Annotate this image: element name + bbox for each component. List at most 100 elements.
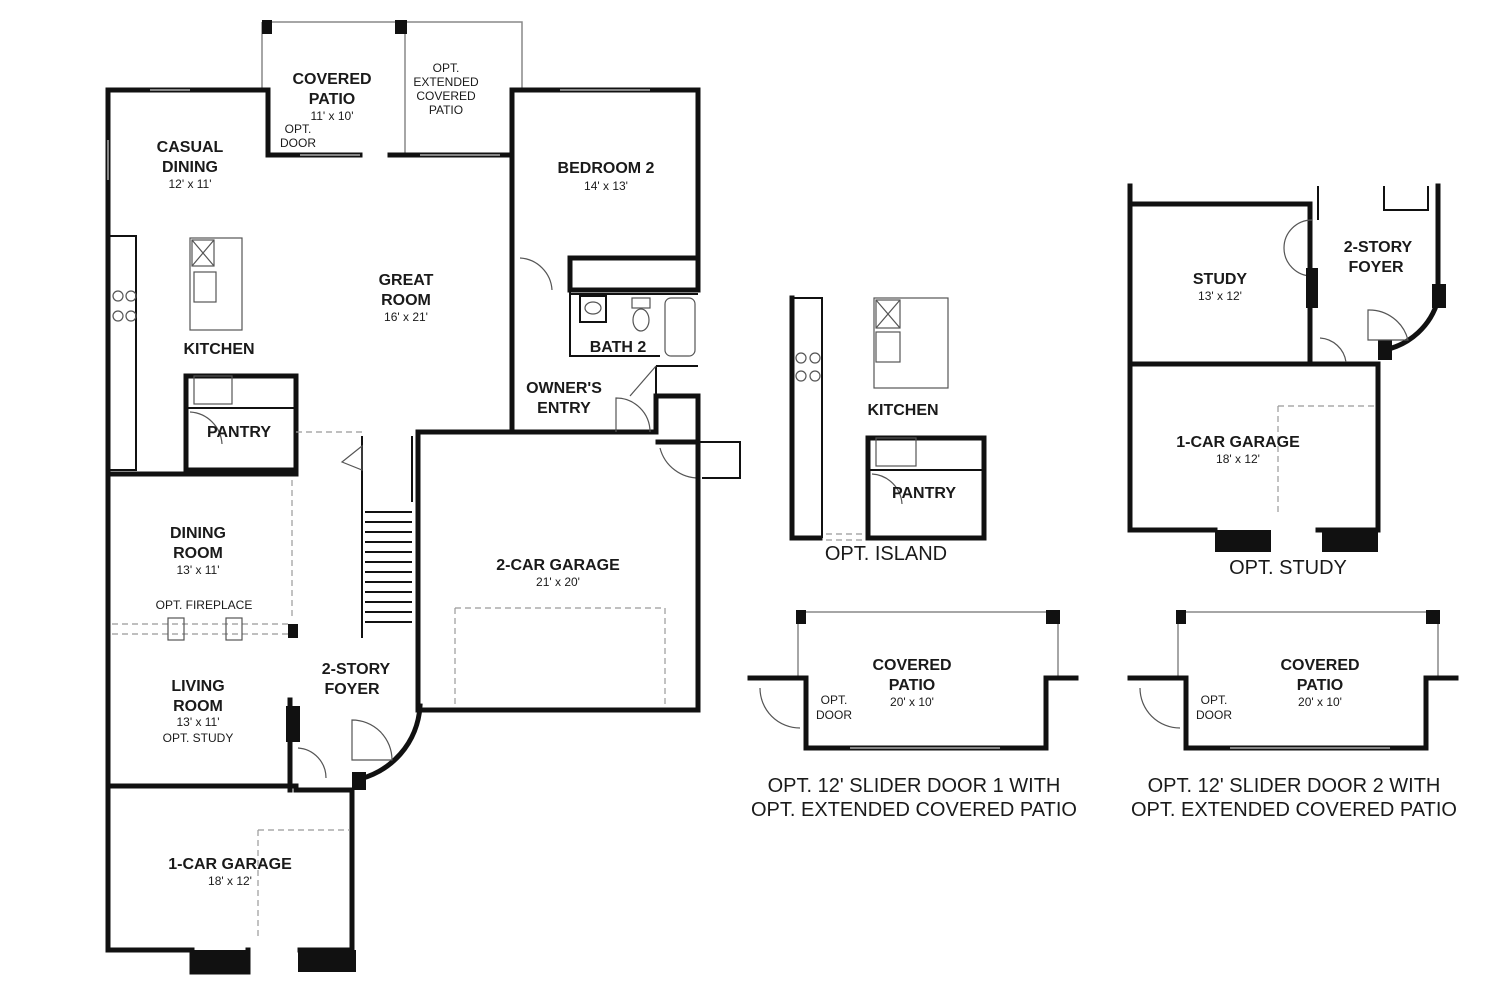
bedroom2-label: BEDROOM 2 [558,160,655,177]
svg-text:ENTRY: ENTRY [537,400,591,417]
opt-island-caption: OPT. ISLAND [825,543,947,565]
svg-text:1-CAR GARAGE: 1-CAR GARAGE [168,856,292,873]
study-foyer-1: 2-STORY [1344,239,1413,256]
svg-text:18' x 12': 18' x 12' [208,874,252,888]
svg-text:DOOR: DOOR [816,708,852,722]
slider1-door-1: OPT. [821,693,848,707]
opt-door-2: DOOR [280,136,316,150]
garage2-dim: 21' x 20' [536,575,580,589]
svg-text:OPT.: OPT. [821,693,848,707]
svg-text:STUDY: STUDY [1193,271,1248,288]
owners-entry-2: ENTRY [537,400,591,417]
svg-text:18' x 12': 18' x 12' [1216,452,1260,466]
island-kitchen-label: KITCHEN [867,402,938,419]
kitchen-label: KITCHEN [183,341,254,358]
svg-text:OPT. FIREPLACE: OPT. FIREPLACE [156,598,253,612]
casual-dining-2: DINING [162,159,218,176]
covered-patio-label-2: PATIO [309,91,356,108]
svg-text:COVERED: COVERED [292,71,371,88]
opt-door-1: OPT. [285,122,312,136]
covered-patio-label-1: COVERED [292,71,371,88]
svg-text:BEDROOM 2: BEDROOM 2 [558,160,655,177]
svg-text:KITCHEN: KITCHEN [867,402,938,419]
svg-text:13' x 11': 13' x 11' [176,563,219,577]
study-garage-label: 1-CAR GARAGE [1176,434,1300,451]
slider2-patio-2: PATIO [1297,677,1344,694]
great-room-1: GREAT [379,272,434,289]
island-pantry-label: PANTRY [892,485,956,502]
svg-text:ROOM: ROOM [173,698,223,715]
garage1-label: 1-CAR GARAGE [168,856,292,873]
owners-entry-1: OWNER'S [526,380,602,397]
living-room-opt: OPT. STUDY [163,731,234,745]
living-room-dim: 13' x 11' [176,715,219,729]
slider1-caption-2: OPT. EXTENDED COVERED PATIO [751,799,1077,821]
svg-text:20' x 10': 20' x 10' [890,695,934,709]
svg-text:OPT.: OPT. [433,61,460,75]
svg-text:DOOR: DOOR [280,136,316,150]
covered-patio-dim: 11' x 10' [310,109,353,123]
opt-slider2-plan: COVERED PATIO 20' x 10' OPT. DOOR OPT. 1… [1127,610,1459,821]
svg-text:DINING: DINING [162,159,218,176]
svg-text:CASUAL: CASUAL [157,139,224,156]
svg-text:KITCHEN: KITCHEN [183,341,254,358]
slider1-patio-1: COVERED [872,657,951,674]
svg-text:EXTENDED: EXTENDED [413,75,479,89]
svg-text:2-CAR GARAGE: 2-CAR GARAGE [496,557,620,574]
slider2-patio-1: COVERED [1280,657,1359,674]
svg-text:FOYER: FOYER [324,681,380,698]
svg-text:COVERED: COVERED [1280,657,1359,674]
svg-text:ROOM: ROOM [381,292,431,309]
svg-text:PANTRY: PANTRY [207,424,271,441]
opt-study-caption: OPT. STUDY [1229,557,1347,579]
slider2-patio-dim: 20' x 10' [1298,695,1342,709]
living-room-2: ROOM [173,698,223,715]
svg-text:1-CAR GARAGE: 1-CAR GARAGE [1176,434,1300,451]
dining-room-dim: 13' x 11' [176,563,219,577]
svg-text:16' x 21': 16' x 21' [384,310,428,324]
ext-patio-1: OPT. [433,61,460,75]
svg-text:11' x 10': 11' x 10' [310,109,353,123]
svg-text:13' x 12': 13' x 12' [1198,289,1242,303]
svg-text:ROOM: ROOM [173,545,223,562]
main-plan: COVERED PATIO 11' x 10' OPT. EXTENDED CO… [105,20,741,975]
svg-text:OPT. ISLAND: OPT. ISLAND [825,543,947,565]
opt-island-plan: KITCHEN PANTRY OPT. ISLAND [789,295,987,565]
svg-text:20' x 10': 20' x 10' [1298,695,1342,709]
svg-text:OPT.: OPT. [285,122,312,136]
ext-patio-4: PATIO [429,103,463,117]
svg-text:12' x 11': 12' x 11' [168,177,211,191]
svg-text:LIVING: LIVING [171,678,224,695]
svg-text:PATIO: PATIO [429,103,463,117]
casual-dining-dim: 12' x 11' [168,177,211,191]
svg-text:OPT. EXTENDED COVERED PATIO: OPT. EXTENDED COVERED PATIO [751,799,1077,821]
svg-text:OPT. EXTENDED COVERED PATIO: OPT. EXTENDED COVERED PATIO [1131,799,1457,821]
opt-study-plan: STUDY 13' x 12' 2-STORY FOYER 1-CAR GARA… [1127,183,1446,579]
opt-slider1-plan: COVERED PATIO 20' x 10' OPT. DOOR OPT. 1… [747,610,1079,821]
svg-text:OPT. STUDY: OPT. STUDY [163,731,234,745]
svg-text:OPT. STUDY: OPT. STUDY [1229,557,1347,579]
slider1-caption-1: OPT. 12' SLIDER DOOR 1 WITH [768,775,1061,797]
opt-fireplace-label: OPT. FIREPLACE [156,598,253,612]
slider2-door-1: OPT. [1201,693,1228,707]
study-garage-dim: 18' x 12' [1216,452,1260,466]
slider2-door-2: DOOR [1196,708,1232,722]
study-dim: 13' x 12' [1198,289,1242,303]
svg-text:PANTRY: PANTRY [892,485,956,502]
slider1-patio-2: PATIO [889,677,936,694]
svg-text:2-STORY: 2-STORY [1344,239,1413,256]
bedroom2-dim: 14' x 13' [584,179,628,193]
garage1-dim: 18' x 12' [208,874,252,888]
dining-room-2: ROOM [173,545,223,562]
slider1-patio-dim: 20' x 10' [890,695,934,709]
svg-text:21' x 20': 21' x 20' [536,575,580,589]
slider2-caption-2: OPT. EXTENDED COVERED PATIO [1131,799,1457,821]
svg-text:COVERED: COVERED [872,657,951,674]
svg-text:COVERED: COVERED [416,89,476,103]
svg-text:PATIO: PATIO [889,677,936,694]
svg-text:DOOR: DOOR [1196,708,1232,722]
svg-text:FOYER: FOYER [1348,259,1404,276]
foyer-2: FOYER [324,681,380,698]
svg-text:OPT.: OPT. [1201,693,1228,707]
